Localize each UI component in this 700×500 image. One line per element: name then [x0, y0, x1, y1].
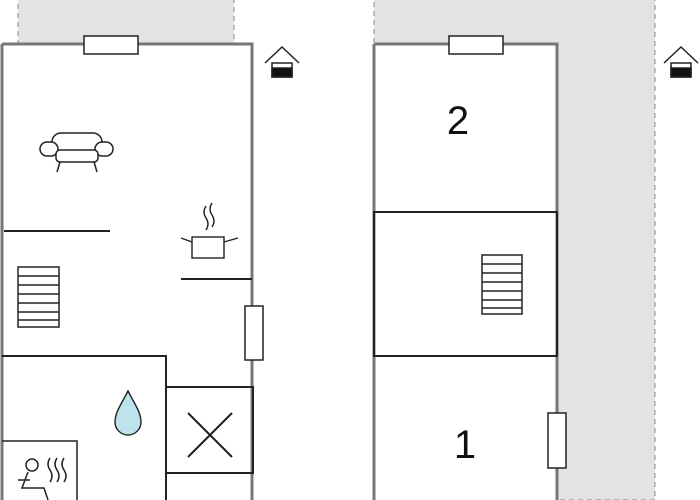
window-marker — [244, 305, 264, 361]
ground-floor — [0, 0, 300, 500]
house-entrance-icon — [264, 45, 300, 78]
void-cross — [165, 386, 254, 474]
room-number-1: 1 — [454, 423, 476, 467]
house-entrance-icon — [663, 45, 699, 78]
room-number-2: 2 — [447, 99, 469, 143]
cooking-pot-icon — [180, 202, 239, 259]
window-marker — [83, 35, 139, 55]
water-drop-icon — [114, 389, 142, 436]
window-marker — [448, 35, 504, 55]
staircase-icon — [17, 266, 60, 328]
outdoor-area — [373, 0, 656, 500]
staircase-icon — [481, 254, 523, 315]
bathroom-wall — [2, 355, 167, 500]
sofa-icon — [39, 132, 114, 173]
upper-floor: 2 1 — [372, 0, 699, 500]
window-marker — [547, 412, 567, 469]
sauna-icon — [2, 440, 78, 500]
stair-hall — [373, 211, 558, 357]
